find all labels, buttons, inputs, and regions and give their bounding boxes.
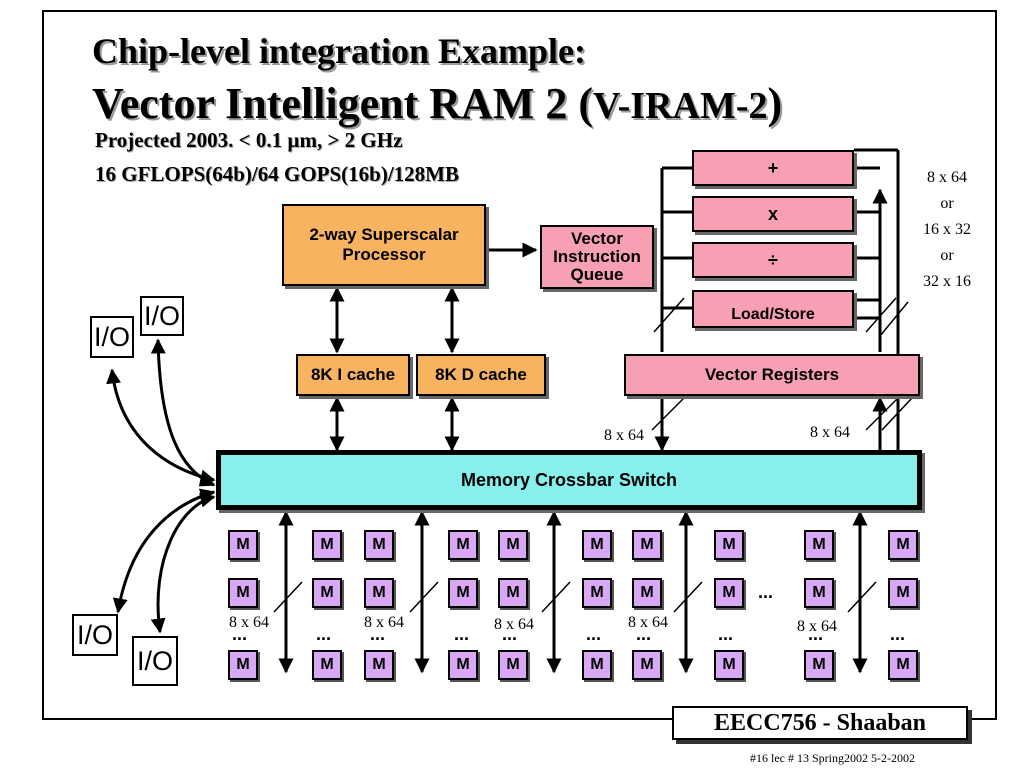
memory-bank: M bbox=[888, 530, 918, 560]
memory-bank: M bbox=[714, 530, 744, 560]
bus-width-label: 8 x 64 bbox=[810, 424, 850, 441]
vector-config-1: 8 x 64 bbox=[927, 169, 967, 186]
memory-bank: M bbox=[448, 530, 478, 560]
memory-bank: M bbox=[228, 530, 258, 560]
bus-width-label: 8 x 64 bbox=[604, 427, 644, 444]
instruction-cache-block: 8K I cache bbox=[296, 354, 410, 396]
multiply-unit-block: x bbox=[692, 196, 854, 232]
ellipsis: ... bbox=[316, 624, 332, 644]
vector-config-or-1: or bbox=[940, 195, 954, 212]
load-store-unit-block: Load/Store bbox=[692, 290, 854, 328]
vector-config-3: 32 x 16 bbox=[923, 273, 971, 290]
ellipsis: ... bbox=[454, 624, 470, 644]
memory-bank: M bbox=[582, 650, 612, 680]
vector-config-2: 16 x 32 bbox=[923, 221, 971, 238]
add-unit-block: + bbox=[692, 150, 854, 186]
divide-unit-block: ÷ bbox=[692, 242, 854, 278]
io-port: I/O bbox=[90, 316, 134, 358]
bus-width-label: 8 x 64 bbox=[797, 618, 837, 635]
memory-bank: M bbox=[364, 650, 394, 680]
memory-bank: M bbox=[804, 650, 834, 680]
bus-width-label: 8 x 64 bbox=[364, 614, 404, 631]
memory-bank: M bbox=[498, 530, 528, 560]
memory-bank: M bbox=[498, 650, 528, 680]
slide-info-line: #16 lec # 13 Spring2002 5-2-2002 bbox=[750, 751, 915, 765]
memory-bank: M bbox=[448, 650, 478, 680]
memory-bank: M bbox=[804, 530, 834, 560]
memory-bank: M bbox=[498, 578, 528, 608]
ellipsis: ... bbox=[502, 624, 518, 644]
bus-width-label: 8 x 64 bbox=[229, 614, 269, 631]
memory-bank: M bbox=[312, 578, 342, 608]
memory-bank: M bbox=[448, 578, 478, 608]
ellipsis: ... bbox=[370, 624, 386, 644]
memory-bank: M bbox=[714, 578, 744, 608]
memory-bank: M bbox=[582, 530, 612, 560]
memory-bank: M bbox=[888, 650, 918, 680]
course-footer: EECC756 - Shaaban bbox=[672, 706, 968, 740]
memory-crossbar-switch: Memory Crossbar Switch bbox=[216, 450, 922, 510]
memory-bank: M bbox=[632, 578, 662, 608]
bus-width-label: 8 x 64 bbox=[494, 616, 534, 633]
memory-bank: M bbox=[228, 650, 258, 680]
vector-registers-block: Vector Registers bbox=[624, 354, 920, 396]
memory-bank: M bbox=[804, 578, 834, 608]
memory-bank: M bbox=[312, 530, 342, 560]
vector-instruction-queue-block: Vector Instruction Queue bbox=[540, 225, 654, 289]
ellipsis: ... bbox=[232, 624, 248, 644]
ellipsis: ... bbox=[636, 624, 652, 644]
vector-config-labels: 8 x 64 or 16 x 32 or 32 x 16 bbox=[917, 165, 977, 295]
io-port: I/O bbox=[132, 636, 178, 686]
memory-bank: M bbox=[228, 578, 258, 608]
ellipsis: ... bbox=[718, 624, 734, 644]
io-port: I/O bbox=[72, 614, 118, 656]
memory-bank: M bbox=[632, 530, 662, 560]
superscalar-processor-block: 2-way Superscalar Processor bbox=[282, 204, 486, 286]
io-port: I/O bbox=[140, 296, 184, 336]
ellipsis: ... bbox=[586, 624, 602, 644]
slide-frame bbox=[42, 10, 997, 720]
bus-width-label: 8 x 64 bbox=[628, 614, 668, 631]
subtitle-projection: Projected 2003. < 0.1 µm, > 2 GHz bbox=[95, 128, 403, 152]
memory-bank: M bbox=[888, 578, 918, 608]
memory-bank: M bbox=[632, 650, 662, 680]
subtitle-performance: 16 GFLOPS(64b)/64 GOPS(16b)/128MB bbox=[95, 162, 460, 186]
memory-bank: M bbox=[714, 650, 744, 680]
ellipsis: ... bbox=[758, 582, 774, 602]
slide-title-line2: Vector Intelligent RAM 2 (V-IRAM-2) bbox=[92, 79, 783, 128]
slide-title-line1: Chip-level integration Example: bbox=[92, 31, 586, 71]
memory-bank: M bbox=[364, 530, 394, 560]
ellipsis: ... bbox=[890, 624, 906, 644]
memory-bank: M bbox=[582, 578, 612, 608]
memory-bank: M bbox=[364, 578, 394, 608]
memory-bank: M bbox=[312, 650, 342, 680]
data-cache-block: 8K D cache bbox=[416, 354, 546, 396]
vector-config-or-2: or bbox=[940, 247, 954, 264]
ellipsis: ... bbox=[808, 624, 824, 644]
